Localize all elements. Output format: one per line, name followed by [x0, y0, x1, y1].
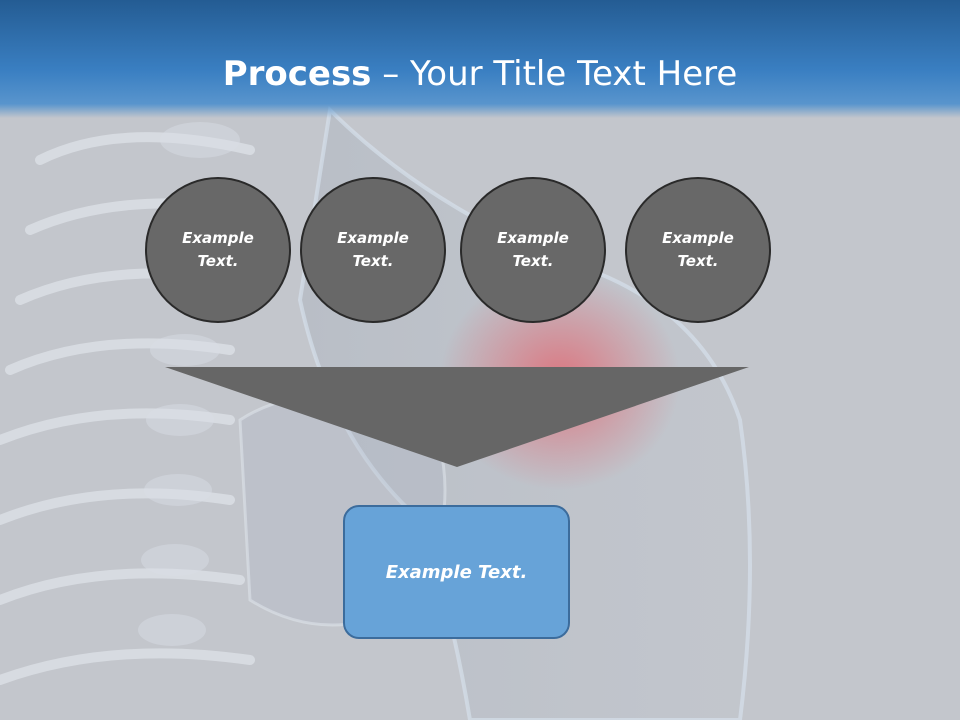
process-step-2-label: Example Text.	[337, 229, 409, 270]
process-step-3[interactable]: Example Text.	[460, 177, 606, 323]
process-step-4[interactable]: Example Text.	[625, 177, 771, 323]
process-step-1[interactable]: Example Text.	[145, 177, 291, 323]
title-rest-text: – Your Title Text Here	[371, 54, 738, 94]
result-label: Example Text.	[385, 561, 528, 583]
process-step-1-label: Example Text.	[182, 229, 254, 270]
process-step-2[interactable]: Example Text.	[300, 177, 446, 323]
slide-title: Process – Your Title Text Here	[0, 52, 960, 96]
result-box[interactable]: Example Text.	[343, 505, 570, 639]
process-step-4-label: Example Text.	[662, 229, 734, 270]
funnel-arrow	[165, 367, 749, 467]
title-bold-text: Process	[222, 54, 372, 94]
process-step-3-label: Example Text.	[497, 229, 569, 270]
title-bar	[0, 0, 960, 118]
